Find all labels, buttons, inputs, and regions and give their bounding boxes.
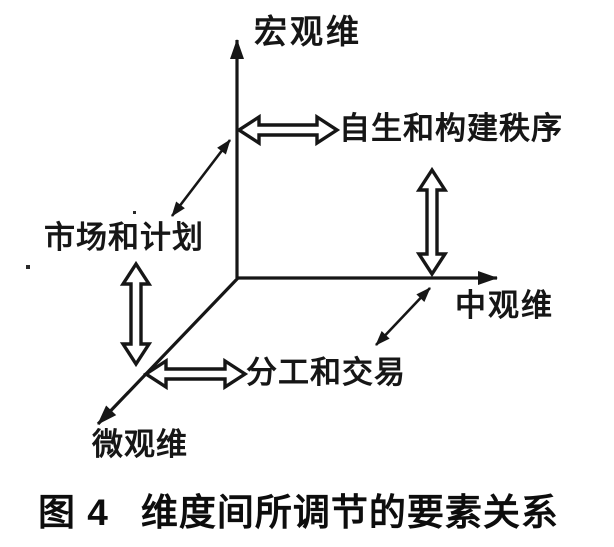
- macro-axis-label: 宏观维: [254, 13, 362, 50]
- figure-caption-title: 维度间所调节的要素关系: [140, 492, 559, 533]
- figure-caption-number: 图 4: [38, 492, 109, 533]
- market-plan-node-label: 市场和计划: [44, 220, 204, 255]
- meso-axis-label: 中观维: [455, 288, 554, 323]
- micro-axis-arrow-icon: [96, 276, 240, 426]
- meso-vertical-hollow-double-arrow-icon: [415, 166, 449, 278]
- scan-speck: [26, 265, 30, 269]
- market-plan-hollow-double-arrow-icon: [119, 260, 153, 368]
- link-macro-to-market-plan-double-arrow-icon: [170, 139, 232, 217]
- order-hollow-double-arrow-icon: [235, 113, 341, 147]
- scan-speck: [133, 211, 136, 214]
- micro-axis-label: 微观维: [92, 427, 188, 462]
- division-exchange-node-label: 分工和交易: [246, 355, 406, 390]
- link-meso-to-division-exchange-double-arrow-icon: [375, 287, 431, 346]
- figure-caption: 图 4 维度间所调节的要素关系: [38, 482, 559, 536]
- order-node-label: 自生和构建秩序: [339, 111, 563, 146]
- division-exchange-hollow-double-arrow-icon: [142, 357, 249, 391]
